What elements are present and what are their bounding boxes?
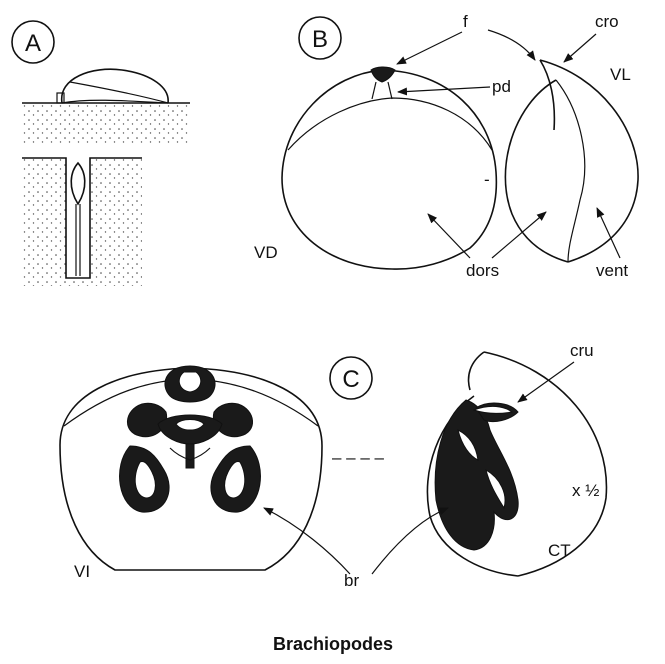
shell-in-burrow-illustration [22, 158, 142, 286]
label-scale: x ½ [572, 481, 599, 500]
arrow-dors-1 [428, 214, 470, 258]
arrow-br-to-ct [372, 508, 448, 574]
panel-c: C cru x ½ VI br CT – – – – [60, 341, 606, 590]
label-vd: VD [254, 243, 278, 262]
dash-b: - [484, 170, 490, 189]
label-vi: VI [74, 562, 90, 581]
dash-c: – – – – [332, 448, 385, 467]
arrow-pd [398, 87, 490, 92]
shell-cross-section [427, 352, 606, 576]
label-vent: vent [596, 261, 628, 280]
shell-on-surface-illustration [22, 69, 190, 143]
label-br: br [344, 571, 359, 590]
label-ct: CT [548, 541, 571, 560]
arrow-cru [518, 362, 574, 402]
label-cro: cro [595, 12, 619, 31]
shell-lateral-view [505, 60, 638, 262]
arrow-dors-2 [492, 212, 546, 258]
arrow-f-to-lateral [488, 30, 535, 60]
label-vl: VL [610, 65, 631, 84]
arrow-br-to-vi [264, 508, 350, 574]
arrow-f-to-foramen [397, 32, 462, 64]
arrow-cro [564, 34, 596, 62]
panel-a-letter: A [25, 30, 41, 57]
shell-interior-view [60, 366, 322, 570]
panel-a: A [12, 21, 190, 286]
label-dors: dors [466, 261, 499, 280]
label-f: f [463, 12, 468, 31]
figure-caption: Brachiopodes [273, 634, 393, 654]
panel-b-letter: B [312, 26, 328, 53]
shell-dorsal-view [282, 67, 496, 269]
label-cru: cru [570, 341, 594, 360]
panel-b: B f cro pd VL VD dors vent - [254, 12, 638, 280]
label-pd: pd [492, 77, 511, 96]
panel-c-letter: C [342, 366, 359, 393]
